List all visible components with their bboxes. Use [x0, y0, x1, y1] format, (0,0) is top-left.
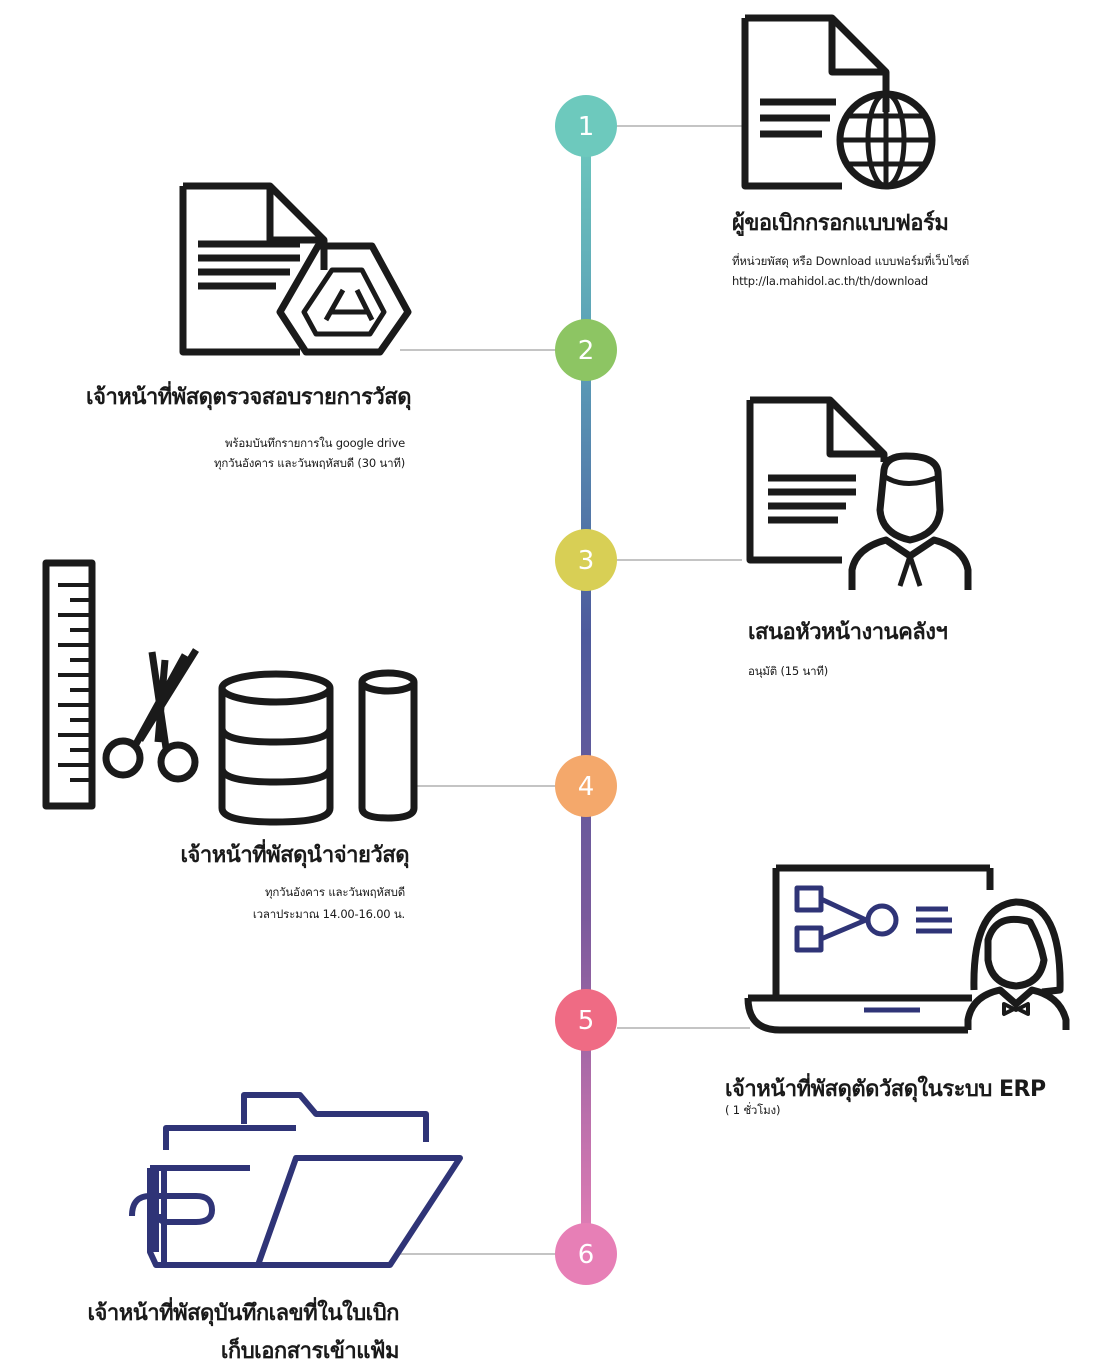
node-circle: [555, 95, 617, 157]
step-2-desc-line-1: พร้อมบันทึกรายการใน google drive: [225, 436, 405, 450]
step-6-title-line-2: เก็บเอกสารเข้าแฟ้ม: [220, 1339, 400, 1364]
step-3-title: เสนอหัวหน้างานคลังฯ: [748, 620, 948, 645]
laptop-person-icon: [744, 864, 1070, 1034]
document-drive-icon: [179, 182, 412, 356]
timeline-line: [581, 126, 591, 1256]
step-4-title: เจ้าหน้าที่พัสดุนำจ่ายวัสดุ: [180, 843, 410, 868]
folder-icon: [129, 1092, 463, 1268]
node-circle: [555, 755, 617, 817]
step-number: 6: [578, 1240, 595, 1270]
step-5-title: เจ้าหน้าที่พัสดุตัดวัสดุในระบบ ERP: [725, 1077, 1046, 1102]
step-number: 2: [578, 336, 595, 366]
supplies-icon: [42, 559, 418, 826]
step-number: 1: [578, 112, 595, 142]
step-node-5: 5: [555, 989, 617, 1051]
step-node-6: 6: [555, 1223, 617, 1285]
step-4-desc-line-2: เวลาประมาณ 14.00-16.00 น.: [252, 907, 405, 921]
connectors: [400, 125, 750, 1255]
step-1-desc-line-2: http://la.mahidol.ac.th/th/download: [732, 274, 929, 288]
node-circle: [555, 989, 617, 1051]
document-globe-icon: [741, 14, 936, 190]
step-5-desc-line-1: ( 1 ชั่วโมง): [725, 1103, 781, 1117]
step-node-1: 1: [555, 95, 617, 157]
step-6-title-line-1: เจ้าหน้าที่พัสดุบันทึกเลขที่ในใบเบิก: [87, 1301, 399, 1326]
step-2-desc-line-2: ทุกวันอังคาร และวันพฤหัสบดี (30 นาที): [213, 456, 405, 470]
node-circle: [555, 319, 617, 381]
step-3-desc-line-1: อนุมัติ (15 นาที): [748, 664, 829, 678]
step-node-4: 4: [555, 755, 617, 817]
step-number: 5: [578, 1006, 595, 1036]
step-node-3: 3: [555, 529, 617, 591]
step-4-desc-line-1: ทุกวันอังคาร และวันพฤหัสบดี: [264, 885, 405, 899]
node-circle: [555, 529, 617, 591]
step-node-2: 2: [555, 319, 617, 381]
node-circle: [555, 1223, 617, 1285]
step-2-title: เจ้าหน้าที่พัสดุตรวจสอบรายการวัสดุ: [86, 385, 411, 410]
document-person-icon: [746, 396, 972, 590]
step-1-title: ผู้ขอเบิกกรอกแบบฟอร์ม: [732, 211, 949, 236]
step-number: 4: [578, 772, 595, 802]
step-1-desc-line-1: ที่หน่วยพัสดุ หรือ Download แบบฟอร์มที่เ…: [732, 254, 970, 268]
step-number: 3: [578, 546, 595, 576]
